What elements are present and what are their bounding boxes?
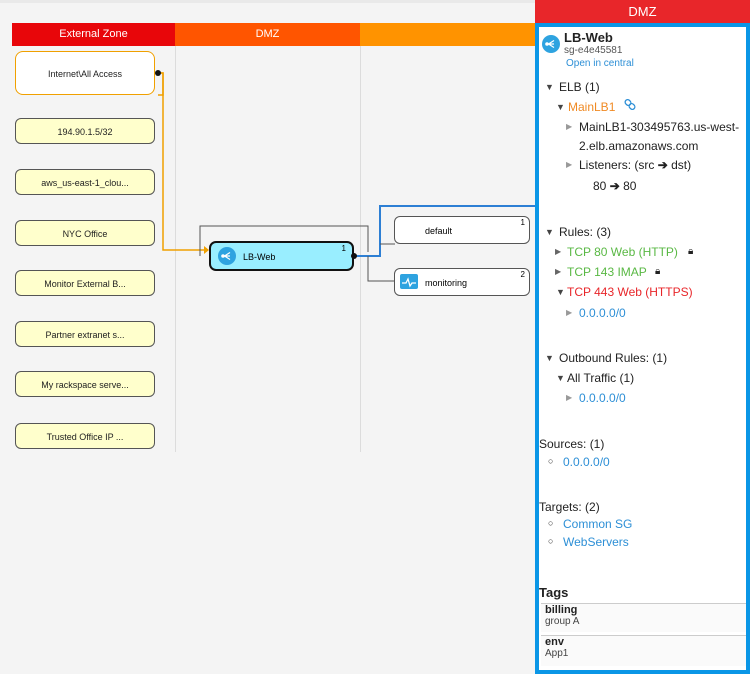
rule-item[interactable]: TCP 80 Web (HTTP) [567, 245, 678, 259]
bullet-icon: ○ [548, 456, 554, 466]
listener-src: 80 [593, 179, 607, 193]
targets-heading: Targets: (2) [539, 500, 600, 514]
collapse-caret-icon[interactable]: ▼ [556, 102, 565, 112]
zone-header-dmz: DMZ [175, 23, 360, 46]
collapse-caret-icon[interactable]: ▼ [545, 227, 554, 237]
load-balancer-icon [542, 35, 560, 53]
listener-mapping: 80 ➔ 80 [593, 179, 636, 193]
elb-dns-line1: MainLB1-303495763.us-west- [579, 120, 740, 134]
rule-item[interactable]: TCP 143 IMAP [567, 265, 647, 279]
collapse-caret-icon[interactable]: ▼ [556, 373, 565, 383]
bullet-icon: ○ [548, 518, 554, 528]
source-node[interactable]: Trusted Office IP ... [15, 423, 155, 449]
target-link[interactable]: WebServers [563, 535, 629, 549]
target-node-default[interactable]: default 1 [394, 216, 530, 244]
rule-cidr-link[interactable]: 0.0.0.0/0 [579, 306, 626, 320]
source-node[interactable]: Partner extranet s... [15, 321, 155, 347]
top-border [0, 0, 750, 3]
lb-node-number: 1 [341, 244, 346, 253]
source-node[interactable]: aws_us-east-1_clou... [15, 169, 155, 195]
lb-node-label: LB-Web [243, 252, 276, 262]
expand-caret-icon[interactable]: ▶ [555, 267, 562, 276]
panel-subtitle: sg-e4e45581 [564, 45, 623, 56]
rules-heading: Rules: (3) [559, 225, 612, 239]
target-number: 1 [520, 218, 525, 227]
target-number: 2 [520, 270, 525, 279]
load-balancer-icon [218, 247, 236, 265]
lb-web-node[interactable]: LB-Web 1 [209, 241, 354, 271]
details-panel: LB-Web sg-e4e45581 Open in central ▼ ELB… [535, 23, 750, 674]
listener-dst: 80 [623, 179, 637, 193]
expand-caret-icon[interactable]: ▶ [566, 308, 573, 317]
zone-header-external: External Zone [12, 23, 175, 46]
outbound-heading: Outbound Rules: (1) [559, 351, 668, 365]
connector-dot [351, 253, 357, 259]
panel-header: DMZ [535, 0, 750, 23]
tag-value: App1 [545, 648, 569, 659]
tags-heading: Tags [539, 585, 569, 600]
panel-title: LB-Web [564, 30, 613, 45]
target-label: default [425, 226, 453, 236]
target-node-monitoring[interactable]: monitoring 2 [394, 268, 530, 296]
expand-caret-icon[interactable]: ▶ [566, 393, 573, 402]
arrow-right-icon: ➔ [609, 179, 620, 193]
link-chain-icon[interactable] [624, 98, 636, 114]
bullet-icon: ○ [548, 536, 554, 546]
zone-header-third [360, 23, 535, 46]
listeners-label-end: dst) [671, 158, 692, 172]
listeners-label-start: Listeners: (src [579, 158, 655, 172]
target-link[interactable]: Common SG [563, 517, 633, 531]
source-node[interactable]: Internet\All Access [15, 51, 155, 95]
source-node[interactable]: 194.90.1.5/32 [15, 118, 155, 144]
expand-caret-icon[interactable]: ▶ [566, 160, 573, 169]
elb-heading: ELB (1) [559, 80, 600, 94]
elb-dns-line2: 2.elb.amazonaws.com [579, 139, 699, 153]
lock-icon: 🔒︎ [688, 246, 694, 257]
column-divider [360, 46, 361, 452]
collapse-caret-icon[interactable]: ▼ [545, 82, 554, 92]
outbound-cidr-link[interactable]: 0.0.0.0/0 [579, 391, 626, 405]
connector-dot [155, 70, 161, 76]
collapse-caret-icon[interactable]: ▼ [556, 287, 565, 297]
tag-item: env App1 [541, 635, 746, 666]
arrow-right-icon: ➔ [657, 158, 668, 172]
expand-caret-icon[interactable]: ▶ [566, 122, 573, 131]
monitoring-icon [400, 274, 418, 289]
expand-caret-icon[interactable]: ▶ [555, 247, 562, 256]
collapse-caret-icon[interactable]: ▼ [545, 353, 554, 363]
elb-name-link[interactable]: MainLB1 [568, 100, 616, 114]
source-node[interactable]: My rackspace serve... [15, 371, 155, 397]
source-cidr-link[interactable]: 0.0.0.0/0 [563, 455, 610, 469]
lock-icon: 🔒︎ [655, 266, 661, 277]
open-in-central-link[interactable]: Open in central [566, 58, 634, 69]
listeners-label: Listeners: (src ➔ dst) [579, 158, 691, 172]
tag-item: billing group A [541, 603, 746, 632]
tag-key: env [545, 636, 564, 648]
source-node[interactable]: Monitor External B... [15, 270, 155, 296]
source-node[interactable]: NYC Office [15, 220, 155, 246]
tag-value: group A [545, 616, 580, 627]
tag-key: billing [545, 604, 578, 616]
column-divider [175, 46, 176, 452]
outbound-item: All Traffic (1) [567, 371, 635, 385]
rule-item[interactable]: TCP 443 Web (HTTPS) [567, 285, 693, 299]
sources-heading: Sources: (1) [539, 437, 605, 451]
target-label: monitoring [425, 278, 468, 288]
